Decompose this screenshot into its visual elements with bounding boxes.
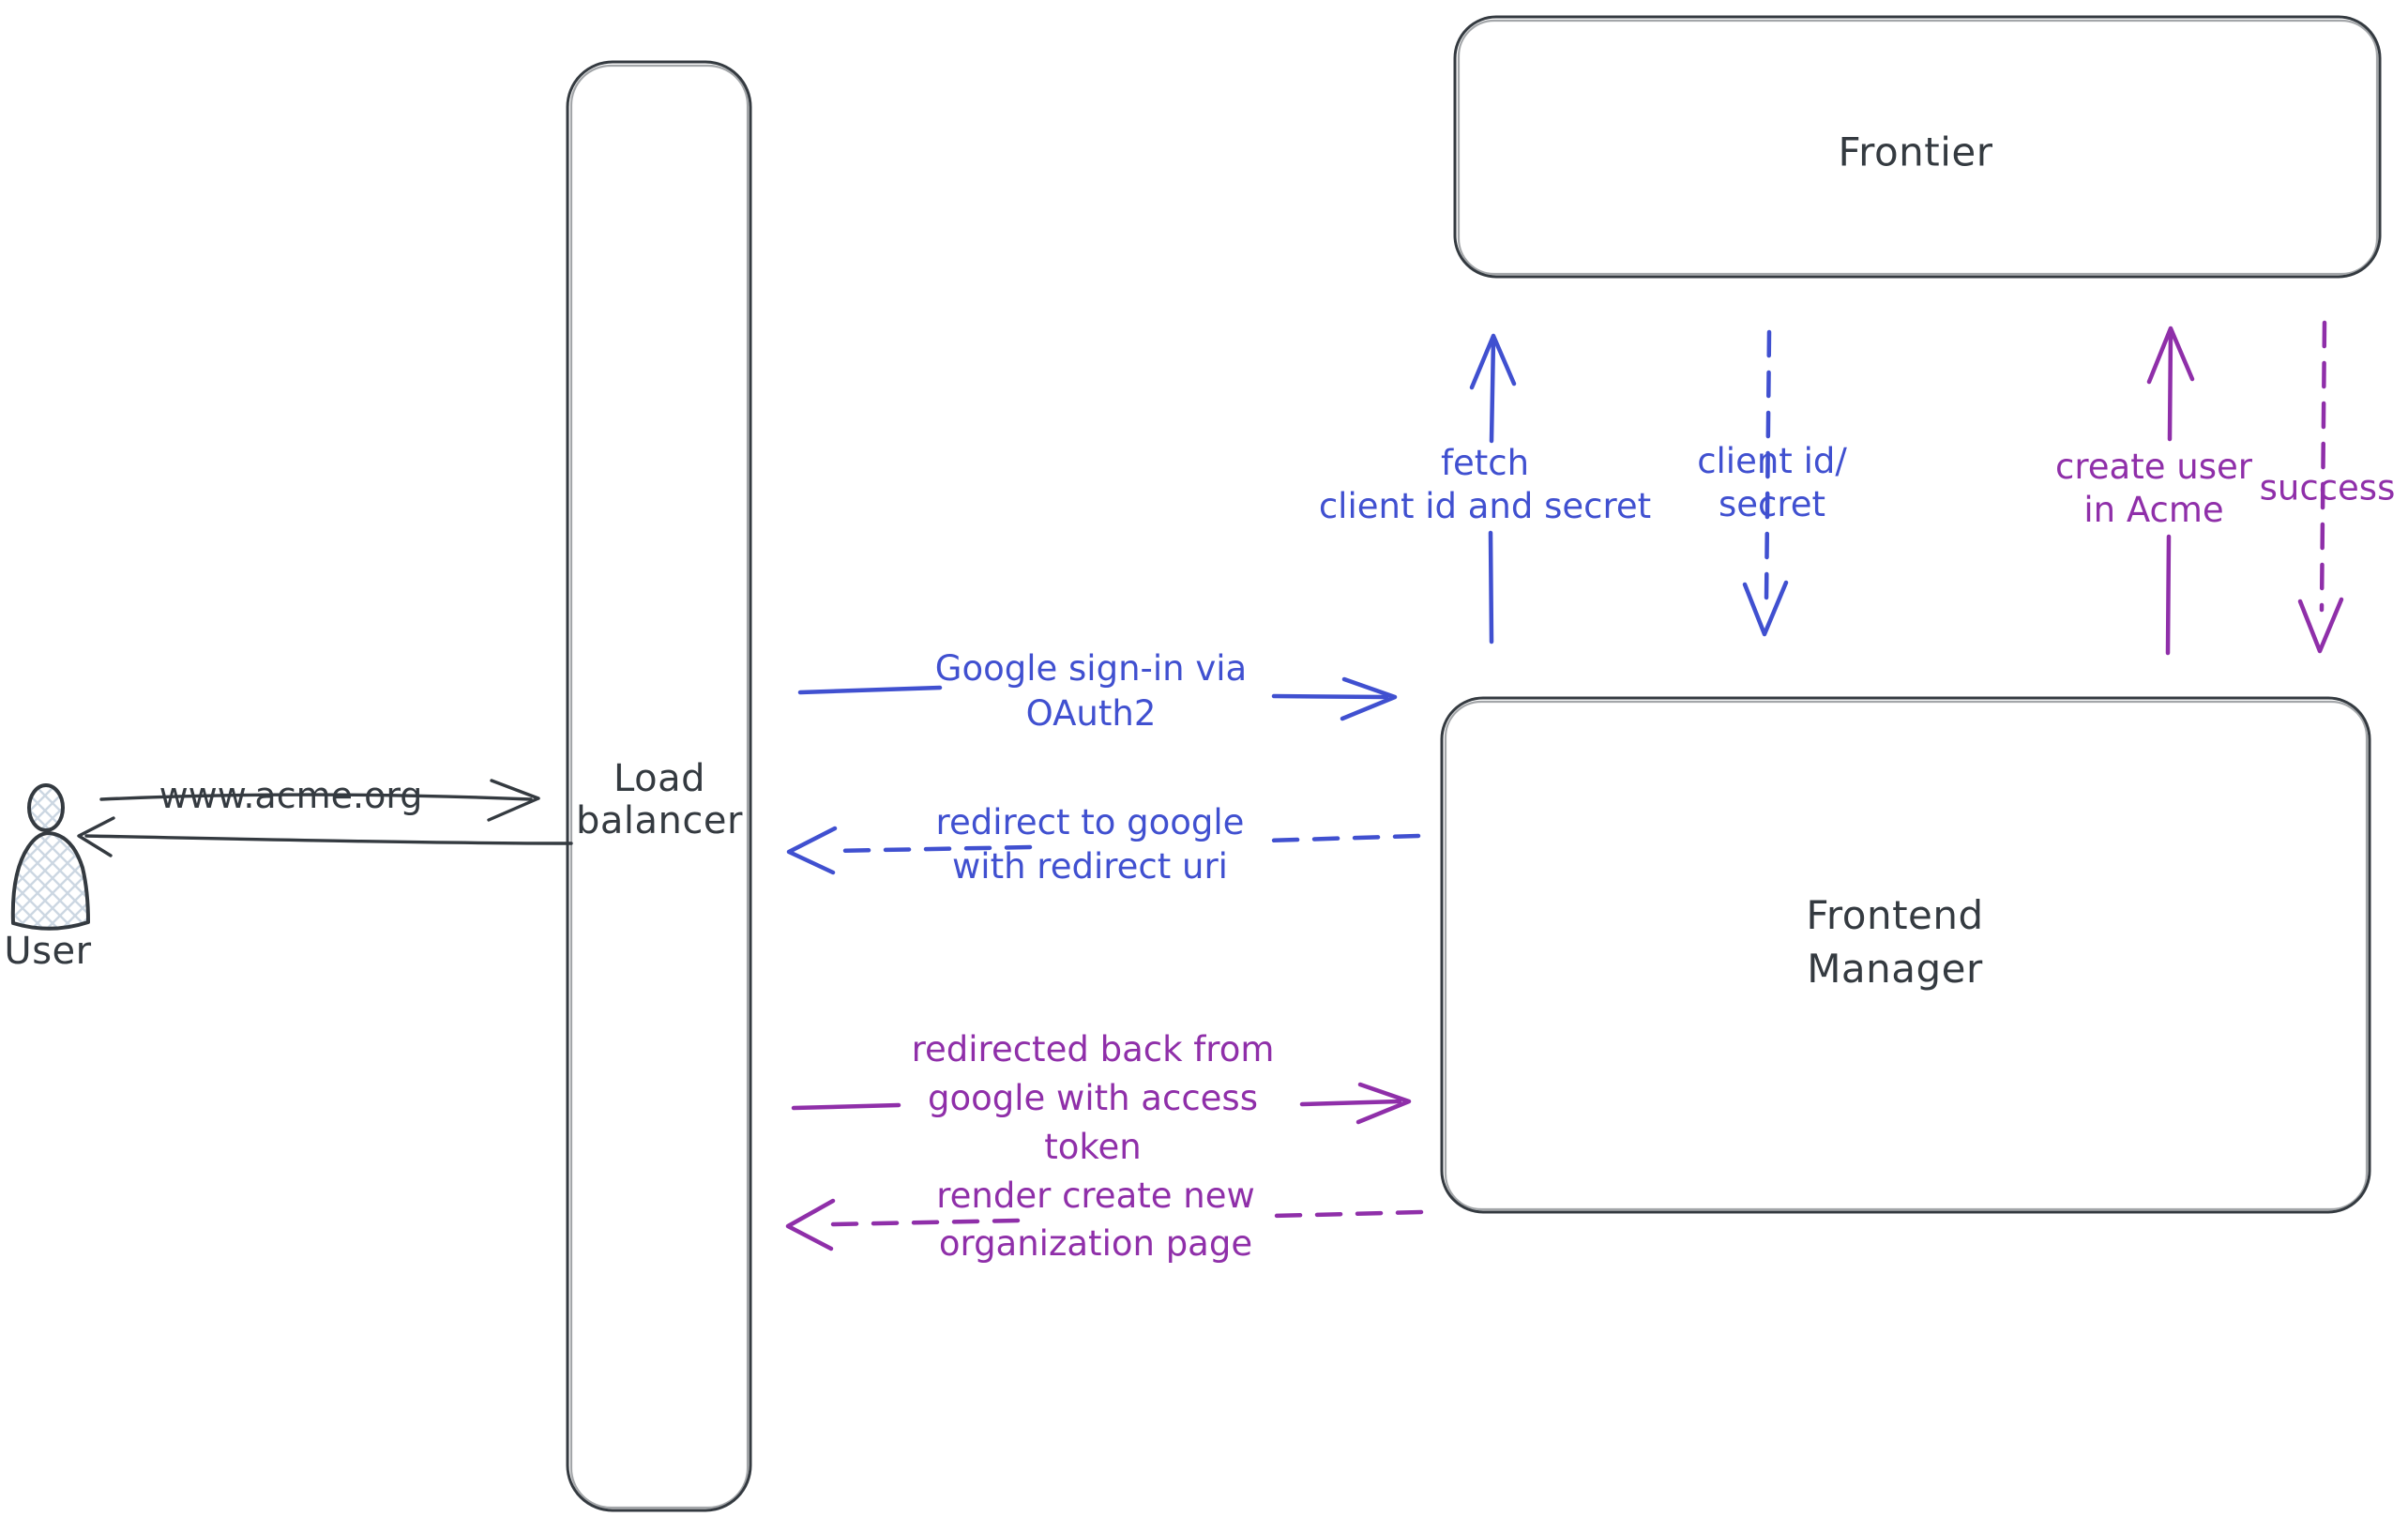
edge-label-line: redirect to google <box>935 802 1245 842</box>
load-balancer-box <box>566 60 752 1512</box>
edge-label-line: token <box>1044 1127 1142 1167</box>
frontier-label: Frontier <box>1838 129 1993 175</box>
edge-label-line: google with access <box>928 1078 1258 1118</box>
frontier-box <box>1453 15 2382 279</box>
user-label: User <box>4 930 92 973</box>
edge-label-www-acme: www.acme.org <box>159 775 423 816</box>
edge-label-success: success <box>2259 467 2396 508</box>
edge-label-line: client id/ <box>1697 441 1847 481</box>
edge-label-create-user: create user in Acme <box>2055 446 2252 532</box>
edge-label-redirected-back: redirected back from google with access … <box>912 1025 1275 1172</box>
user-icon <box>10 783 90 931</box>
edge-label-line: redirected back from <box>911 1029 1275 1069</box>
edge-label-redirect-to-google: redirect to google with redirect uri <box>936 800 1245 888</box>
arrow-client-id-secret <box>1742 329 1789 637</box>
frontend-manager-label-line: Frontend <box>1806 892 1984 938</box>
frontend-manager-label: Frontend Manager <box>1806 888 1983 995</box>
arrow-render-org-page <box>785 1198 1424 1251</box>
frontend-manager-label-line: Manager <box>1807 946 1983 992</box>
arrow-create-user <box>2146 326 2195 656</box>
edge-label-line: fetch <box>1440 443 1530 483</box>
edge-label-line: render create new <box>936 1176 1255 1216</box>
edge-label-line: Google sign-in via <box>934 648 1248 689</box>
arrow-www-acme <box>99 779 540 822</box>
frontend-manager-box <box>1440 696 2371 1214</box>
edge-label-fetch-client-secret: fetch client id and secret <box>1319 442 1651 528</box>
edge-label-render-org-page: render create new organization page <box>936 1172 1255 1267</box>
edge-label-line: client id and secret <box>1318 486 1652 526</box>
edge-label-line: in Acme <box>2083 490 2224 530</box>
load-balancer-label-line: Load <box>613 757 705 800</box>
edge-label-google-signin: Google sign-in via OAuth2 <box>935 646 1247 736</box>
edge-label-client-id-secret: client id/ secret <box>1697 440 1847 526</box>
arrow-redirected-back <box>791 1082 1412 1125</box>
arrow-redirect-to-google <box>786 826 1421 875</box>
edge-label-line: create user <box>2055 447 2252 487</box>
load-balancer-label-line: balancer <box>576 799 743 842</box>
edge-label-line: OAuth2 <box>1025 693 1157 734</box>
arrow-fetch-client-secret <box>1469 333 1517 645</box>
arrow-google-signin <box>797 676 1398 721</box>
edge-label-line: with redirect uri <box>952 846 1228 887</box>
edge-label-line: organization page <box>938 1223 1253 1264</box>
arrow-success <box>2297 320 2344 654</box>
load-balancer-label: Load balancer <box>576 758 743 842</box>
edge-label-line: secret <box>1718 484 1826 524</box>
arrow-lb-to-user <box>77 816 573 857</box>
